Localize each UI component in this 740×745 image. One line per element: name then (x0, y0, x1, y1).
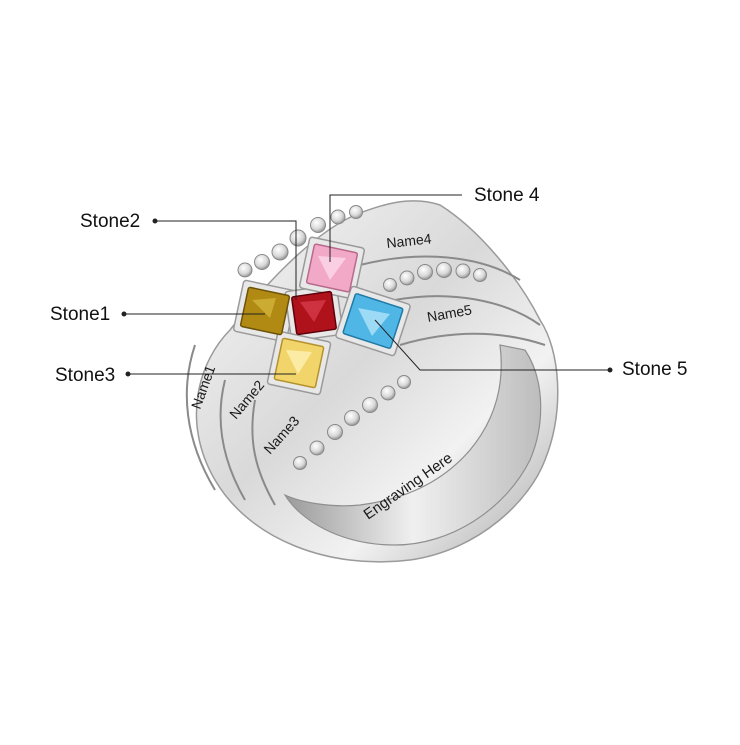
callout-stone2: Stone2 (80, 211, 141, 232)
leader-stone5 (374, 319, 610, 371)
callout-stone5: Stone 5 (622, 359, 688, 380)
pave-row-top (237, 205, 363, 278)
callout-stone1: Stone1 (50, 304, 111, 325)
pave-row-middle (383, 262, 487, 292)
leader-stone4 (329, 194, 462, 262)
stone3-gem (273, 337, 325, 389)
band-groove (359, 255, 521, 281)
band-groove (219, 379, 246, 501)
leader-dots (121, 218, 613, 377)
stone4-gem (305, 243, 359, 293)
engraving-name4: Name4 (386, 230, 433, 251)
engraving-name5: Name5 (426, 301, 473, 325)
stone2-gem (291, 290, 337, 336)
callout-stone4: Stone 4 (474, 185, 540, 206)
stone1-gem (239, 286, 291, 336)
leader-stone2 (155, 220, 297, 300)
callout-stone3: Stone3 (55, 365, 116, 386)
band-groove (394, 295, 541, 326)
band-groove (185, 344, 216, 491)
pave-row-bottom (293, 375, 411, 470)
band-groove (399, 332, 546, 346)
leader-lines (124, 194, 610, 375)
ring-inner-surface (283, 344, 542, 546)
band-groove (251, 399, 276, 506)
